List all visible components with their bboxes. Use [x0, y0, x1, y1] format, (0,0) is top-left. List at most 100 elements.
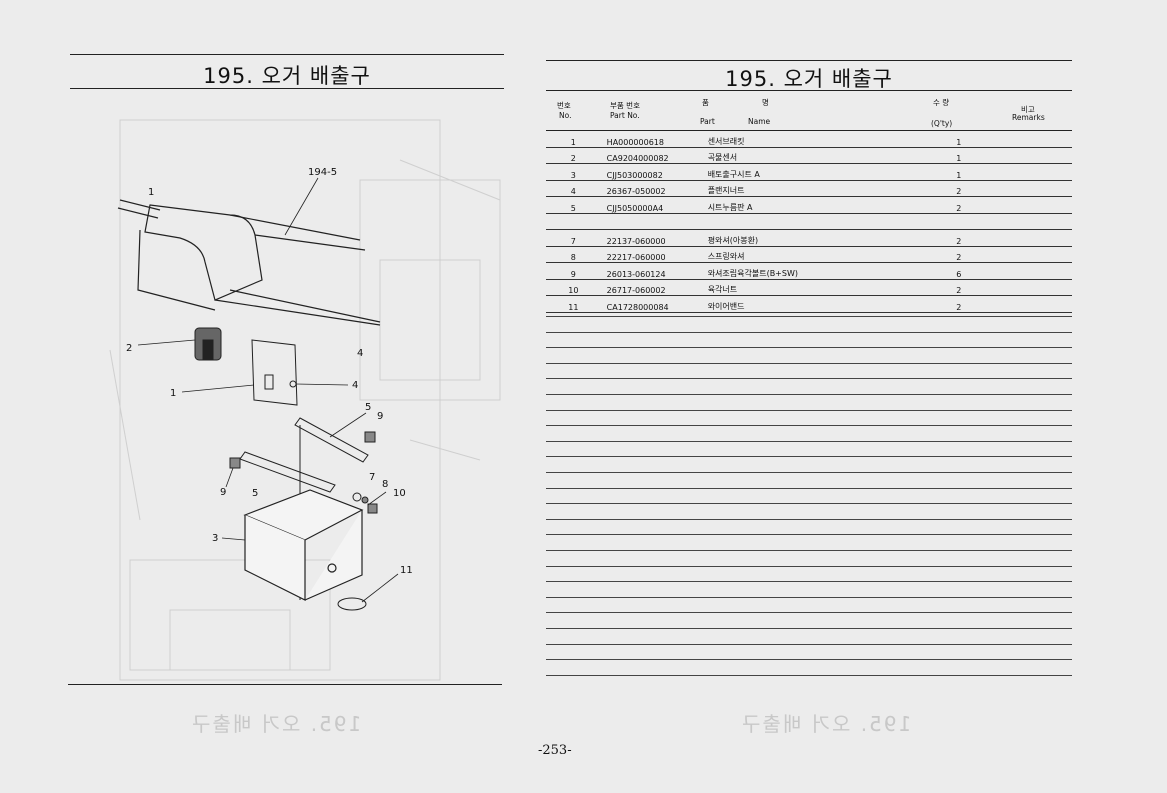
- row-qty: [931, 213, 986, 230]
- header-part-kr: 부품 번호: [610, 101, 640, 110]
- blank-row-line: [546, 456, 1072, 457]
- row-part-number: CA1728000084: [600, 295, 702, 313]
- blank-row-line: [546, 332, 1072, 333]
- row-no: 10: [546, 279, 601, 296]
- right-page-ghost-text: 195. 오거 배출구: [740, 712, 912, 736]
- blank-row-line: [546, 550, 1072, 551]
- background-machinery: [109, 119, 501, 681]
- blank-row-line: [546, 441, 1072, 442]
- row-part-name: 평와셔(아봉환): [701, 229, 932, 247]
- callout-4-upper: 4: [357, 348, 364, 359]
- row-remarks: [985, 262, 1072, 280]
- header-no-kr: 번호: [557, 101, 571, 110]
- auger-cover: [117, 199, 381, 326]
- table-row: 3 CJJ503000082 배토출구시트 A 1: [546, 163, 1072, 181]
- callout-9-left: 9: [220, 487, 227, 498]
- row-no: 7: [546, 229, 601, 247]
- callout-5-left: 5: [252, 488, 259, 499]
- row-part-name: 곡물센서: [701, 147, 932, 164]
- callout-5-right: 5: [365, 402, 372, 413]
- row-remarks: [985, 213, 1072, 230]
- header-no-en: No.: [559, 111, 572, 120]
- row-no: 5: [546, 196, 601, 214]
- table-row: 4 26367-050002 플랜지너트 2: [546, 180, 1072, 197]
- row-remarks: [985, 246, 1072, 263]
- row-part-number: 22137-060000: [600, 229, 702, 247]
- header-qty-en: (Q'ty): [931, 119, 953, 128]
- header-name-en-2: Name: [748, 117, 771, 126]
- callout-7: 7: [369, 472, 376, 483]
- row-part-number: [600, 213, 702, 230]
- row-no: 11: [546, 295, 601, 313]
- blank-row-line: [546, 597, 1072, 598]
- header-name-kr-1: 품: [702, 98, 709, 107]
- row-remarks: [985, 295, 1072, 313]
- row-remarks: [985, 163, 1072, 181]
- wire-band: [337, 597, 367, 611]
- table-row: 7 22137-060000 평와셔(아봉환) 2: [546, 229, 1072, 247]
- blank-row-line: [546, 581, 1072, 582]
- blank-row-line: [546, 363, 1072, 364]
- sensor-bracket: [251, 339, 298, 406]
- blank-row-line: [546, 644, 1072, 645]
- callout-4-lower: 4: [352, 380, 359, 391]
- row-part-number: 22217-060000: [600, 246, 702, 263]
- blank-row-line: [546, 534, 1072, 535]
- table-row: 5 CJJ5050000A4 시트누름판 A 2: [546, 196, 1072, 214]
- table-row: 2 CA9204000082 곡물센서 1: [546, 147, 1072, 164]
- grain-sensor: [194, 327, 222, 361]
- row-part-name: [701, 213, 932, 230]
- header-name-en-1: Part: [700, 117, 715, 126]
- row-qty: 2: [931, 180, 986, 197]
- right-title-rule-bottom: [546, 90, 1072, 91]
- blank-row-line: [546, 316, 1072, 317]
- row-remarks: [985, 131, 1072, 148]
- row-part-name: 와이어밴드: [701, 295, 932, 313]
- blank-row-line: [546, 566, 1072, 567]
- header-qty-kr: 수 량: [933, 98, 950, 107]
- blank-row-line: [546, 675, 1072, 676]
- left-page-ghost-text: 195. 오거 배출구: [190, 712, 362, 736]
- left-page: 195. 오거 배출구: [0, 0, 560, 793]
- row-qty: 2: [931, 295, 986, 313]
- row-qty: 2: [931, 279, 986, 296]
- right-title-rule-top: [546, 60, 1072, 61]
- page-number: -253-: [538, 743, 572, 758]
- row-no: 2: [546, 147, 601, 164]
- table-row: 10 26717-060002 육각너트 2: [546, 279, 1072, 296]
- header-bottom-rule: [546, 130, 1072, 131]
- discharge-box: [243, 489, 364, 601]
- row-part-name: 시트누름판 A: [701, 196, 932, 214]
- table-row: 9 26013-060124 와셔조립육각볼트(B+SW) 6: [546, 262, 1072, 280]
- callout-2: 2: [126, 343, 133, 354]
- left-page-title: 195. 오거 배출구: [203, 64, 371, 88]
- left-page-bottom-rule: [68, 684, 502, 685]
- blank-row-line: [546, 378, 1072, 379]
- row-part-name: 와셔조립육각볼트(B+SW): [701, 262, 932, 280]
- blank-row-line: [546, 519, 1072, 520]
- row-qty: 6: [931, 262, 986, 280]
- table-row: [546, 213, 1072, 230]
- row-qty: 2: [931, 246, 986, 263]
- row-remarks: [985, 147, 1072, 164]
- row-no: 4: [546, 180, 601, 197]
- callout-194-5: 194-5: [308, 167, 338, 178]
- header-remarks-en: Remarks: [1012, 113, 1045, 122]
- blank-row-line: [546, 659, 1072, 660]
- row-no: 3: [546, 163, 601, 181]
- blank-row-line: [546, 472, 1072, 473]
- header-remarks-kr: 비고: [1021, 105, 1035, 114]
- header-part-en: Part No.: [610, 111, 640, 120]
- row-remarks: [985, 279, 1072, 296]
- row-qty: 1: [931, 147, 986, 164]
- title-rule-bottom: [70, 88, 504, 89]
- row-remarks: [985, 229, 1072, 247]
- table-row: 11 CA1728000084 와이어밴드 2: [546, 295, 1072, 313]
- row-qty: 2: [931, 196, 986, 214]
- row-no: 9: [546, 262, 601, 280]
- row-remarks: [985, 196, 1072, 214]
- row-qty: 1: [931, 163, 986, 181]
- leader-lines: [137, 177, 399, 603]
- blank-row-line: [546, 628, 1072, 629]
- callout-10: 10: [393, 488, 406, 499]
